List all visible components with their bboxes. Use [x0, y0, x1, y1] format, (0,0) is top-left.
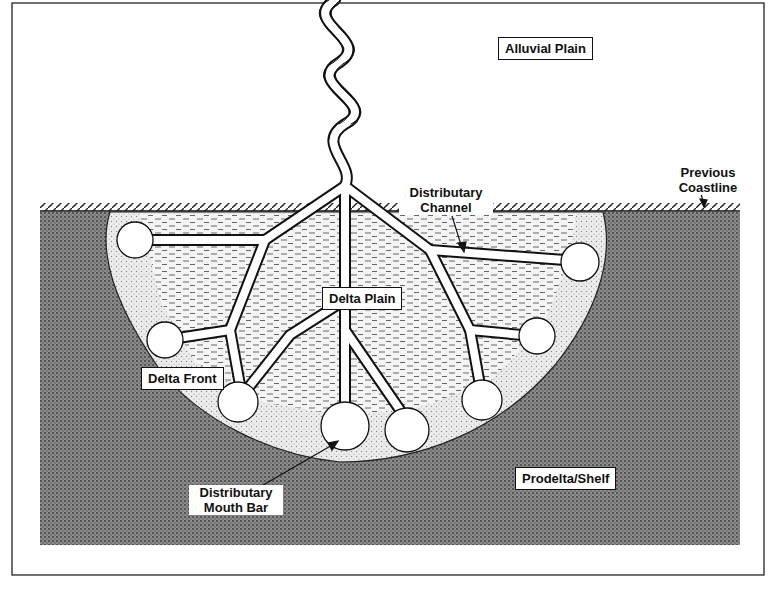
feature-label: Previous Coastline: [666, 165, 750, 195]
leader-lines: [258, 190, 707, 488]
prodelta-shelf-area: [40, 212, 740, 545]
feature-label: Distributary Mouth Bar: [189, 485, 283, 515]
region-label-box: Delta Plain: [322, 287, 402, 310]
delta-lobe: [106, 212, 606, 462]
frame: [12, 3, 764, 575]
region-name: Alluvial Plain: [505, 41, 586, 56]
mouth-bars: [117, 222, 599, 452]
region-label-box: Prodelta/Shelf: [515, 467, 616, 490]
region-name: Delta Front: [148, 371, 217, 386]
region-label-box: Delta Front: [141, 367, 224, 390]
feature-label: Distributary Channel: [399, 185, 493, 215]
coastline-hatch: [40, 203, 740, 211]
region-label-box: Alluvial Plain: [498, 37, 593, 60]
region-name: Delta Plain: [329, 291, 395, 306]
region-name: Prodelta/Shelf: [522, 471, 609, 486]
distributary-channels: [150, 0, 565, 410]
